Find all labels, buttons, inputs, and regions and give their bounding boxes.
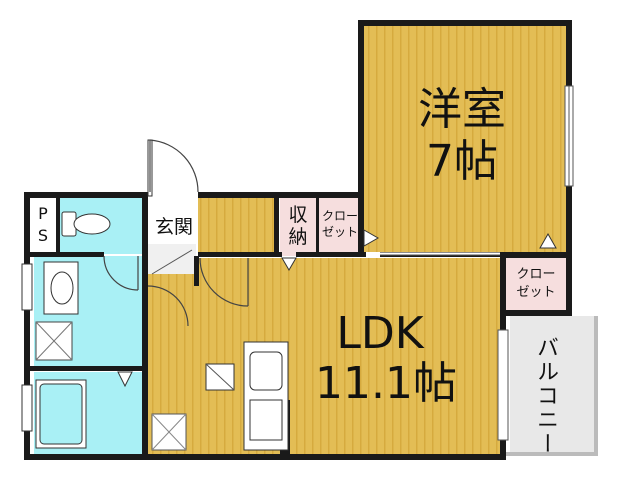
fridge-mark: [205, 363, 235, 391]
closet-right-label-line2: ゼット: [516, 285, 556, 300]
balcony-floor: [510, 316, 596, 456]
closet-upper-floor: [318, 198, 362, 252]
wall: [500, 310, 572, 316]
storage-label-line2: 納: [288, 226, 308, 248]
closet-right-floor: [506, 258, 566, 312]
wall: [296, 252, 366, 257]
balcony-window: [497, 329, 509, 441]
wall: [358, 20, 572, 26]
ldk-floor: [148, 258, 502, 454]
entrance-floor: [148, 244, 196, 274]
front-door-swing: [149, 139, 199, 193]
balcony-rail: [506, 452, 598, 456]
storage-label-line1: 収: [288, 204, 308, 226]
closet-upper-label-line1: クロー: [321, 209, 358, 223]
ps-label-line2: S: [37, 226, 49, 245]
washing-machine-cross: [35, 321, 73, 361]
wall: [194, 256, 199, 286]
western-room-size: 7帖: [426, 136, 498, 187]
closet-right-door-mark: [539, 232, 557, 249]
entrance-closet-swing: [147, 285, 189, 327]
hall-floor: [198, 198, 274, 256]
washbasin-bowl: [50, 271, 74, 305]
ldk-label: LDK: [336, 308, 424, 359]
wall: [30, 366, 148, 371]
toilet-door-swing: [103, 255, 139, 291]
kitchen-sink: [249, 351, 283, 391]
wall: [56, 198, 60, 254]
wall: [274, 198, 279, 256]
floor-hatch-cross: [151, 413, 187, 451]
ldk-size: 11.1帖: [315, 358, 457, 409]
window: [21, 384, 33, 432]
wall: [24, 454, 506, 460]
storage-floor: [280, 198, 316, 256]
ldk-door-swing: [199, 257, 249, 307]
wall: [198, 252, 282, 257]
kitchen-stove: [249, 399, 283, 441]
wall: [198, 192, 364, 198]
western-room-label: 洋室: [418, 84, 506, 135]
wall: [316, 198, 319, 254]
storage-door-mark: [281, 257, 297, 271]
bath-door-mark: [117, 371, 133, 388]
wall: [30, 252, 104, 257]
wall: [358, 196, 364, 256]
ps-label-line1: P: [38, 204, 48, 223]
wall: [358, 20, 364, 196]
wall: [142, 198, 148, 454]
closet-upper-door-mark: [363, 229, 380, 247]
wall: [500, 252, 572, 258]
toilet-bowl: [73, 213, 111, 235]
ps-floor: [28, 198, 56, 254]
wall: [24, 192, 148, 198]
wall: [566, 252, 572, 314]
window: [21, 263, 33, 311]
closet-upper-label-line2: ゼット: [321, 225, 358, 239]
bathtub-inner: [39, 383, 83, 445]
western-room-floor: [362, 24, 568, 252]
closet-right-label-line1: クロー: [516, 267, 556, 282]
entrance-label: 玄関: [154, 216, 193, 238]
balcony-rail: [594, 316, 598, 456]
wall: [24, 192, 30, 458]
balcony-label: バルコニー: [533, 336, 558, 456]
entrance-step: [151, 249, 193, 275]
